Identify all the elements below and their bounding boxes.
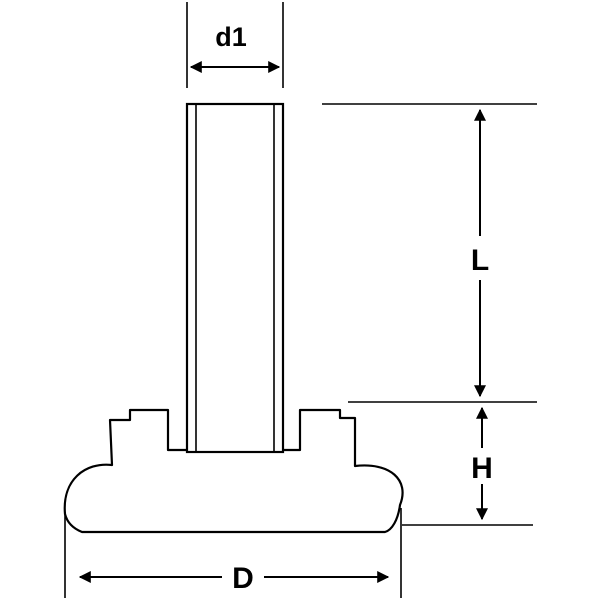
- stud-outline: [185, 102, 285, 454]
- D-label: D: [232, 562, 254, 595]
- d1-label: d1: [215, 22, 247, 52]
- H-label: H: [471, 452, 493, 485]
- foot-base-outline: [63, 408, 404, 534]
- L-label: L: [471, 244, 489, 277]
